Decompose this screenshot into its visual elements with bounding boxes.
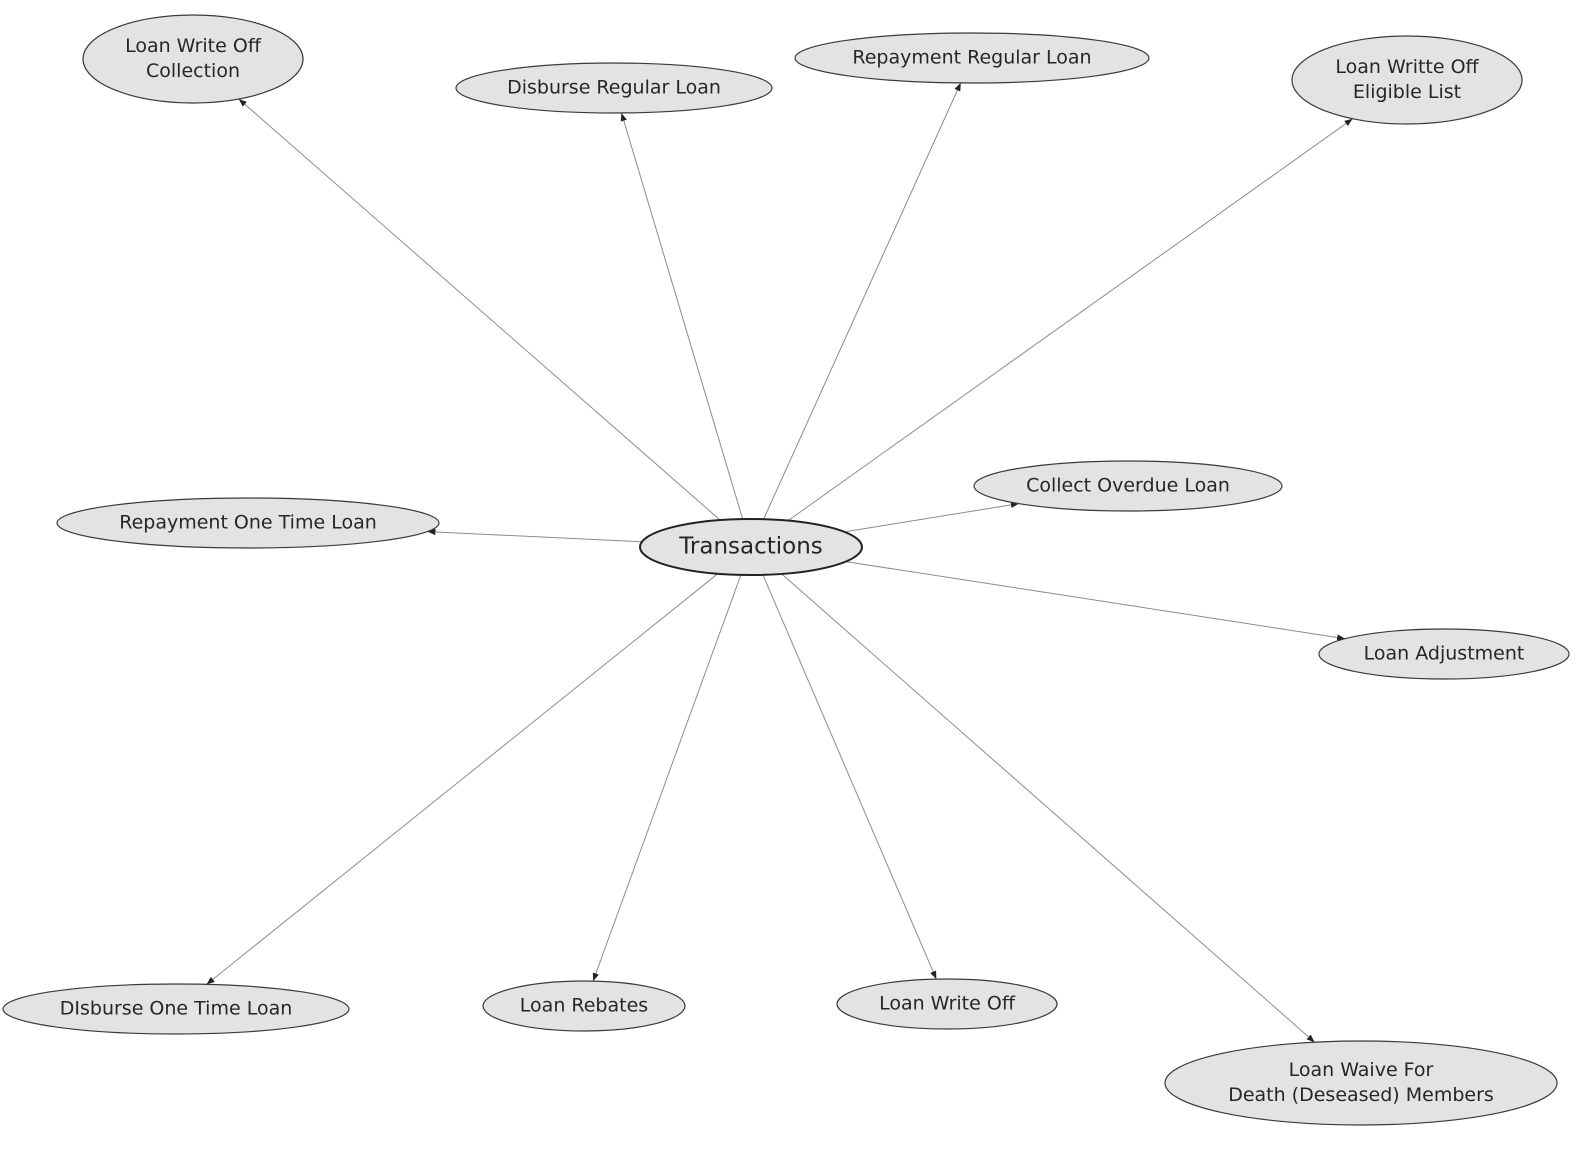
edge-transactions-to-disburse-one-time-loan <box>206 573 719 985</box>
node-label-disburse-regular-loan: Disburse Regular Loan <box>507 77 721 99</box>
edge-transactions-to-loan-writte-off-eligible-list <box>787 118 1353 522</box>
node-label-loan-write-off: Loan Write Off <box>879 993 1016 1015</box>
edge-transactions-to-collect-overdue-loan <box>844 501 1019 533</box>
node-transactions[interactable]: Transactions <box>639 518 863 576</box>
node-shape-transactions <box>639 518 863 576</box>
node-label-loan-adjustment: Loan Adjustment <box>1364 643 1525 665</box>
node-label-loan-waive-for-death-members-line-2: Death (Deseased) Members <box>1228 1084 1494 1106</box>
edge-transactions-to-loan-adjustment <box>845 561 1346 641</box>
node-shape-disburse-one-time-loan <box>2 983 350 1035</box>
node-collect-overdue-loan[interactable]: Collect Overdue Loan <box>973 460 1283 512</box>
node-label-loan-writte-off-eligible-list-line-2: Eligible List <box>1353 81 1461 103</box>
node-label-disburse-one-time-loan: DIsburse One Time Loan <box>60 998 293 1020</box>
edge-transactions-to-loan-rebates <box>592 574 742 982</box>
edge-transactions-to-disburse-regular-loan <box>620 112 744 520</box>
node-shape-loan-waive-for-death-members <box>1164 1040 1558 1126</box>
node-shape-loan-rebates <box>482 980 686 1032</box>
node-shape-repayment-one-time-loan <box>56 497 440 549</box>
node-label-loan-writte-off-eligible-list-line-1: Loan Writte Off <box>1335 56 1479 78</box>
node-label-loan-waive-for-death-members-line-1: Loan Waive For <box>1289 1059 1434 1081</box>
node-label-transactions: Transactions <box>678 534 823 560</box>
node-label-repayment-one-time-loan: Repayment One Time Loan <box>119 512 377 534</box>
node-repayment-one-time-loan[interactable]: Repayment One Time Loan <box>56 497 440 549</box>
edges-layer <box>206 82 1353 1043</box>
node-loan-adjustment[interactable]: Loan Adjustment <box>1318 628 1570 680</box>
edge-transactions-to-repayment-one-time-loan <box>427 528 642 543</box>
node-label-repayment-regular-loan: Repayment Regular Loan <box>852 47 1091 69</box>
node-shape-loan-write-off <box>836 978 1058 1030</box>
node-shape-disburse-regular-loan <box>455 62 773 114</box>
node-shape-loan-adjustment <box>1318 628 1570 680</box>
node-repayment-regular-loan[interactable]: Repayment Regular Loan <box>794 32 1150 84</box>
node-label-loan-rebates: Loan Rebates <box>520 995 648 1017</box>
node-shape-loan-write-off-collection <box>82 14 304 104</box>
node-label-loan-write-off-collection-line-2: Collection <box>146 60 240 82</box>
edge-transactions-to-repayment-regular-loan <box>763 82 962 520</box>
node-shape-repayment-regular-loan <box>794 32 1150 84</box>
node-shape-loan-writte-off-eligible-list <box>1291 35 1523 125</box>
node-disburse-regular-loan[interactable]: Disburse Regular Loan <box>455 62 773 114</box>
node-shape-collect-overdue-loan <box>973 460 1283 512</box>
node-loan-rebates[interactable]: Loan Rebates <box>482 980 686 1032</box>
node-label-collect-overdue-loan: Collect Overdue Loan <box>1026 475 1230 497</box>
node-label-loan-write-off-collection-line-1: Loan Write Off <box>125 35 262 57</box>
node-loan-write-off[interactable]: Loan Write Off <box>836 978 1058 1030</box>
edge-transactions-to-loan-write-off-collection <box>238 98 721 521</box>
edge-transactions-to-loan-waive-for-death-members <box>781 573 1315 1043</box>
edge-transactions-to-loan-write-off <box>762 574 937 980</box>
node-disburse-one-time-loan[interactable]: DIsburse One Time Loan <box>2 983 350 1035</box>
